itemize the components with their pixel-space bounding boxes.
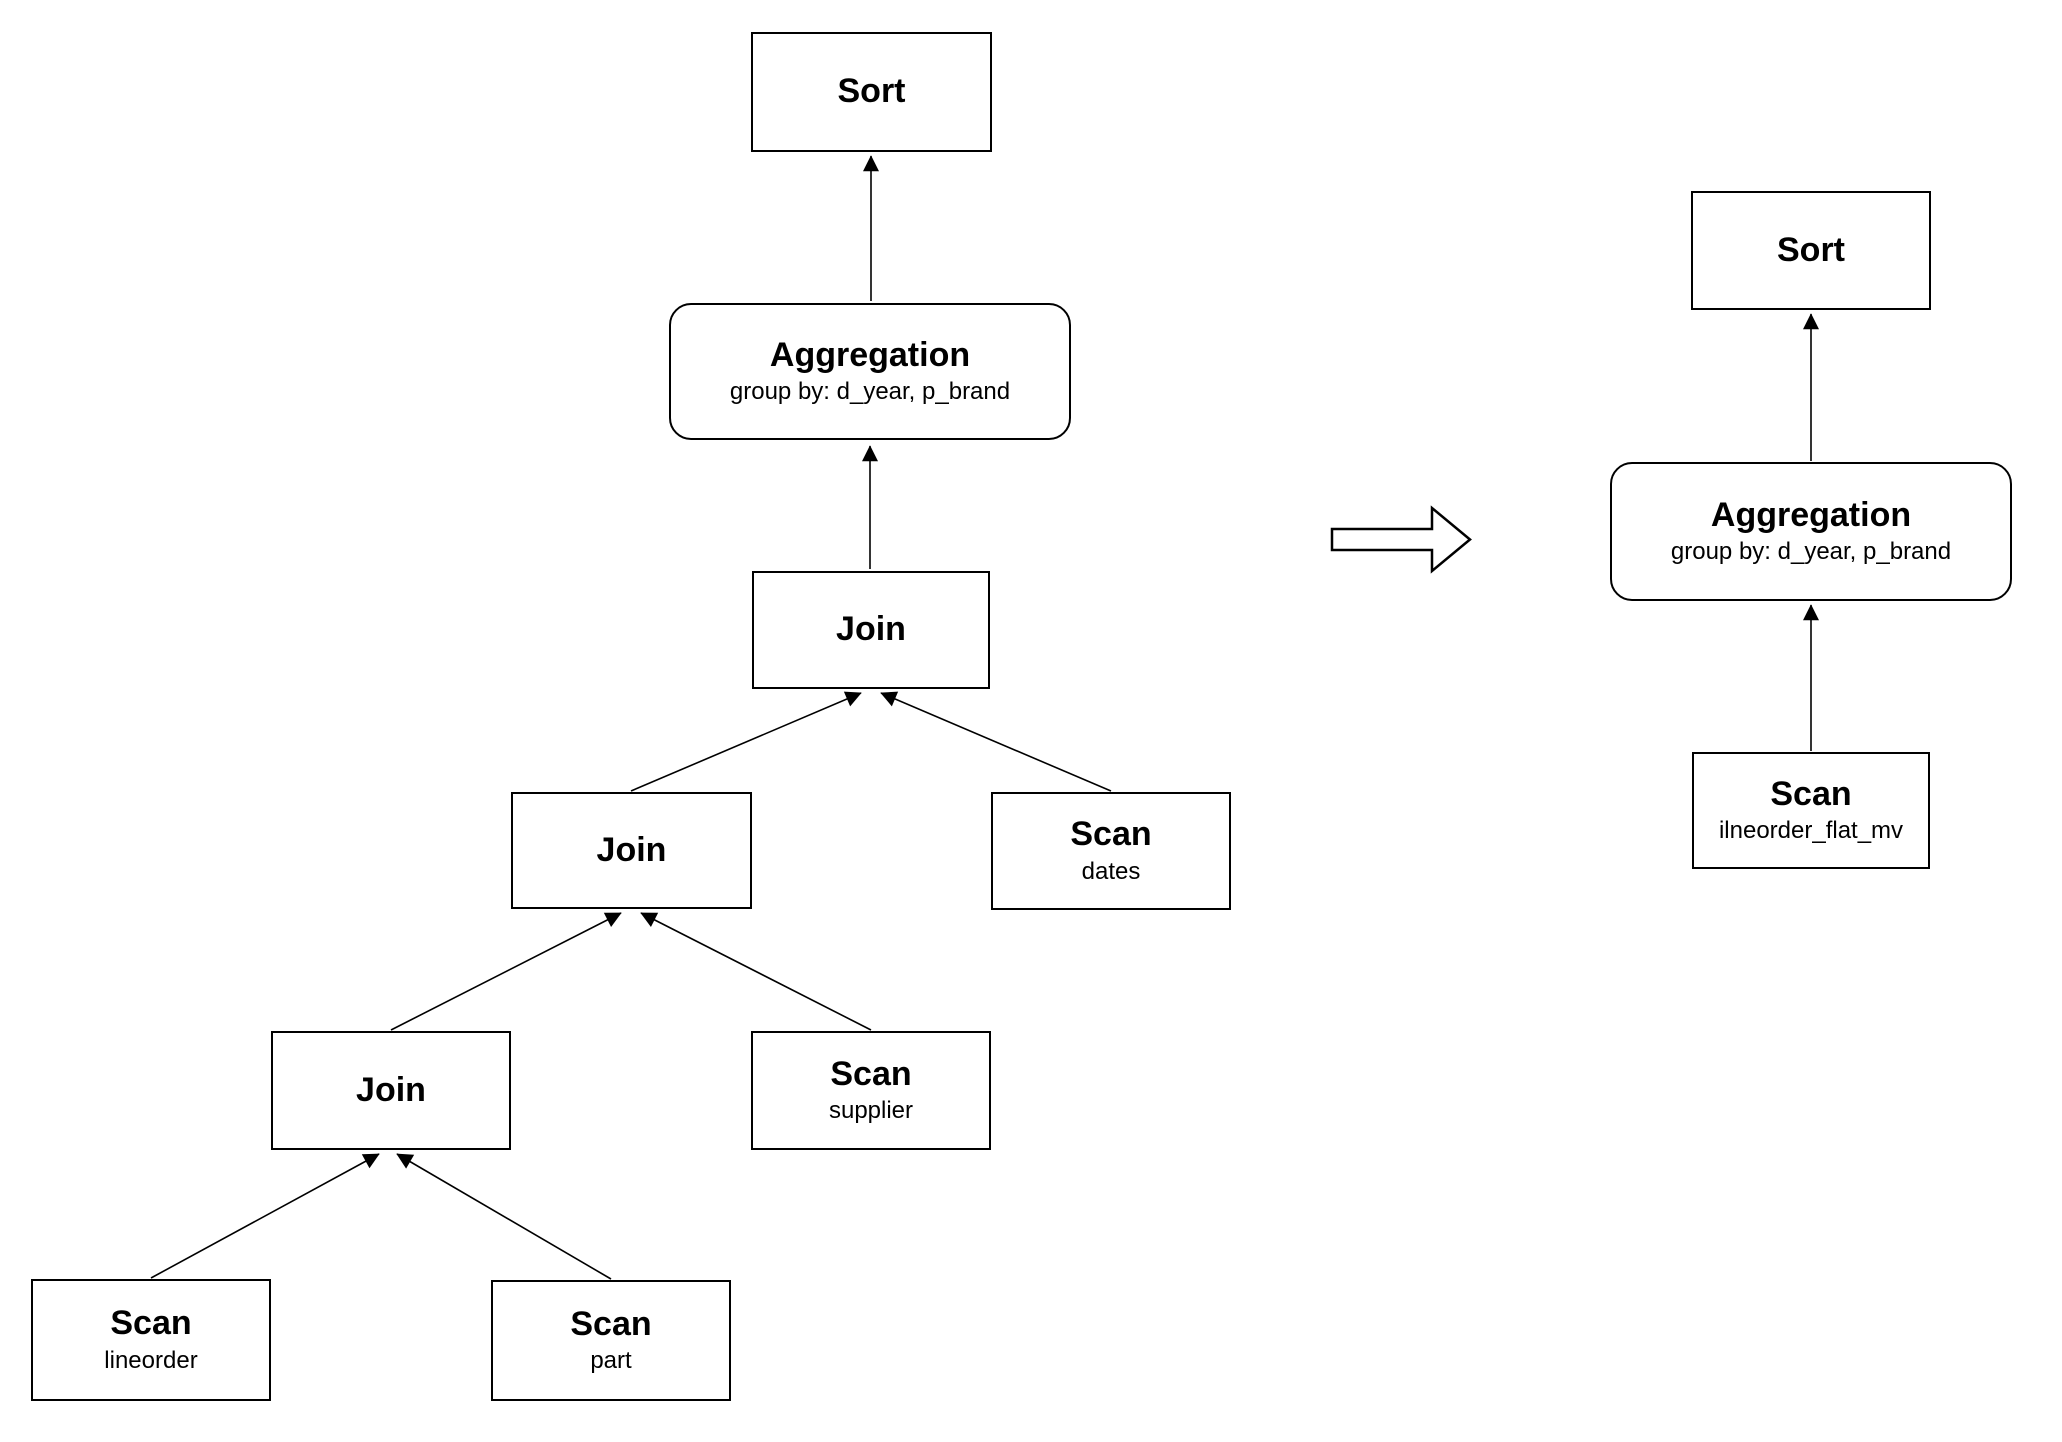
node-aggregation-right: Aggregation group by: d_year, p_brand: [1610, 462, 2012, 601]
edge-scanpart-to-joinbottom: [396, 1153, 612, 1280]
node-subtitle: supplier: [828, 1097, 914, 1125]
node-subtitle: dates: [1081, 857, 1141, 885]
node-join-bottom: Join: [271, 1031, 511, 1150]
node-scan-lineorder: Scan lineorder: [31, 1279, 271, 1401]
node-title: Scan: [830, 1054, 912, 1093]
edge-scanlineorder-to-joinbottom: [150, 1153, 380, 1279]
node-scan-supplier: Scan supplier: [751, 1031, 991, 1150]
node-title: Scan: [1770, 774, 1852, 813]
node-sort-left: Sort: [751, 32, 992, 152]
node-title: Scan: [110, 1304, 192, 1343]
node-subtitle: group by: d_year, p_brand: [1670, 538, 1952, 566]
node-title: Aggregation: [769, 335, 971, 374]
node-subtitle: ilneorder_flat_mv: [1718, 817, 1904, 845]
node-aggregation-left: Aggregation group by: d_year, p_brand: [669, 303, 1071, 440]
node-title: Aggregation: [1710, 495, 1912, 534]
node-title: Sort: [837, 72, 906, 111]
node-subtitle: group by: d_year, p_brand: [729, 378, 1011, 406]
node-scan-part: Scan part: [491, 1280, 731, 1401]
edge-joinmid-to-jointop: [630, 691, 862, 792]
node-join-top: Join: [752, 571, 990, 689]
node-title: Join: [356, 1070, 426, 1109]
node-title: Join: [596, 830, 667, 869]
edge-scandates-to-jointop: [880, 691, 1112, 792]
node-sort-right: Sort: [1691, 191, 1931, 310]
edge-scansupplier-to-joinmid: [640, 912, 872, 1031]
node-title: Scan: [1070, 815, 1152, 854]
edge-joinbottom-to-joinmid: [390, 912, 622, 1031]
node-subtitle: lineorder: [104, 1346, 198, 1374]
node-join-middle: Join: [511, 792, 752, 909]
node-title: Sort: [1777, 230, 1845, 269]
rewrite-block-arrow-icon: [1330, 505, 1472, 574]
node-scan-materialized-view: Scan ilneorder_flat_mv: [1692, 752, 1930, 869]
node-title: Join: [836, 610, 906, 649]
node-scan-dates: Scan dates: [991, 792, 1231, 910]
node-subtitle: part: [590, 1347, 632, 1375]
node-title: Scan: [570, 1304, 652, 1343]
